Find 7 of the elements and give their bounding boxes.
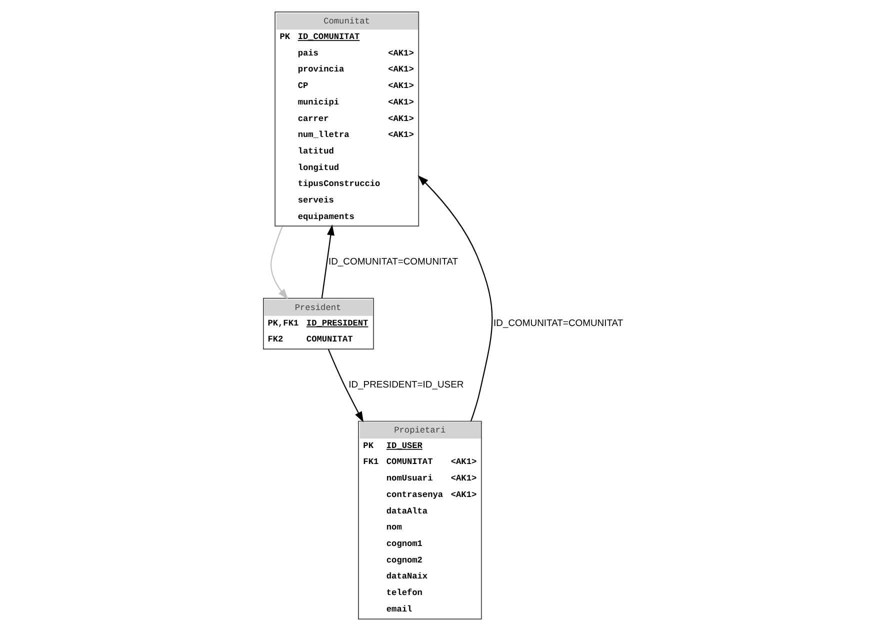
arrow (270, 226, 288, 300)
edge-label: ID_PRESIDENT=ID_USER (348, 380, 464, 391)
arrow (418, 175, 493, 422)
arrow (321, 224, 334, 298)
edge-label: ID_COMUNITAT=COMUNITAT (328, 256, 458, 268)
edge-label: ID_COMUNITAT=COMUNITAT (494, 318, 624, 330)
arrow (328, 348, 364, 422)
